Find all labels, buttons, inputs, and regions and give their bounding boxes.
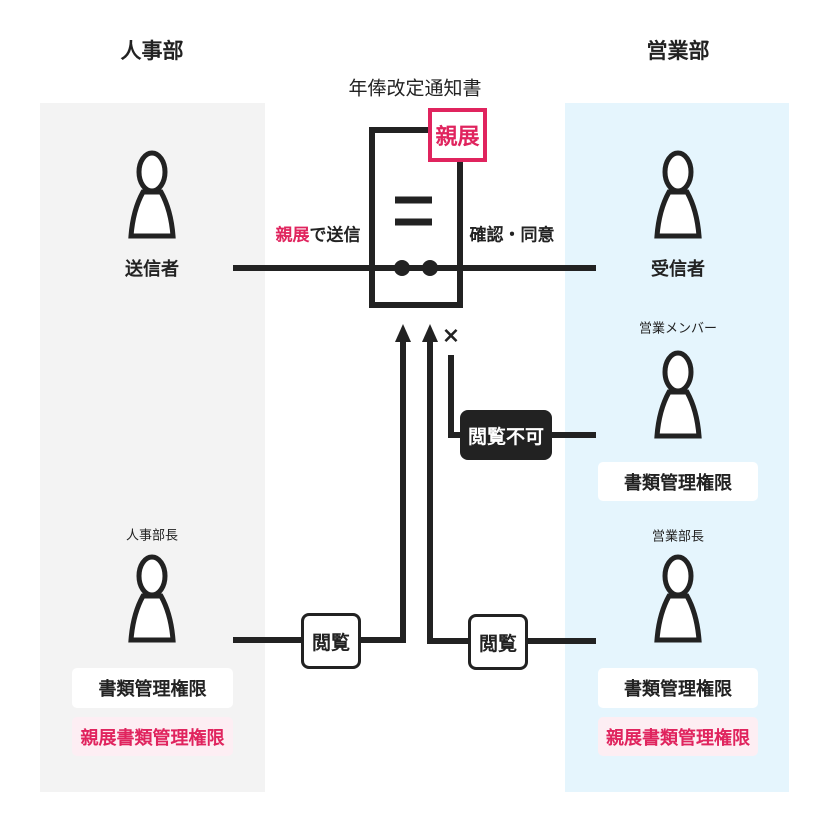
hr-view-line	[233, 340, 406, 643]
person-icon	[654, 150, 702, 239]
receiver-label: 受信者	[651, 259, 705, 280]
hr-secret-perm-badge: 親展書類管理権限	[72, 717, 233, 756]
send-label: 親展で送信	[276, 221, 361, 246]
no-view-badge: 閲覧不可	[460, 410, 552, 460]
sales-perm-badge: 書類管理権限	[598, 668, 758, 708]
document-title: 年俸改定通知書	[348, 77, 482, 100]
sales-view-badge: 閲覧	[468, 614, 528, 670]
person-icon	[128, 554, 176, 643]
person-icon	[654, 350, 702, 439]
hr-view-badge: 閲覧	[301, 613, 361, 669]
sales-secret-perm-badge: 親展書類管理権限	[598, 717, 758, 756]
confidential-stamp: 親展	[428, 108, 487, 162]
member-label: 営業メンバー	[638, 321, 718, 337]
arrow-up-icon	[422, 324, 438, 342]
person-icon	[128, 150, 176, 239]
sales-view-line	[427, 340, 596, 644]
send-text: で送信	[309, 225, 361, 246]
sales-title: 営業部	[646, 39, 710, 63]
sender-label: 送信者	[125, 259, 179, 280]
confirm-label: 確認・同意	[469, 225, 555, 246]
hr-manager-label: 人事部長	[125, 528, 179, 544]
member-perm-badge: 書類管理権限	[598, 462, 758, 501]
arrow-up-icon	[395, 324, 411, 342]
hr-title: 人事部	[120, 39, 184, 63]
hr-perm-badge: 書類管理権限	[72, 668, 233, 708]
blocked-mark: ×	[441, 323, 461, 349]
send-accent: 親展	[275, 225, 310, 246]
sales-manager-label: 営業部長	[651, 529, 705, 545]
person-icon	[654, 554, 702, 643]
